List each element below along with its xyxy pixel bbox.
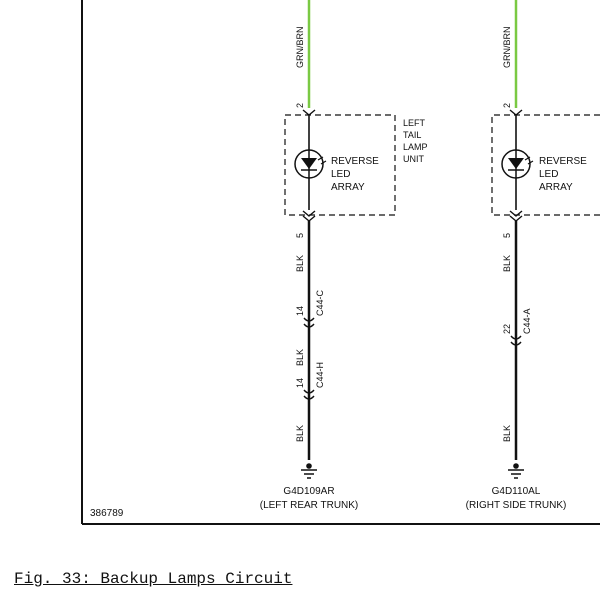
svg-text:ARRAY: ARRAY — [539, 182, 573, 193]
figure-id: 386789 — [90, 508, 124, 519]
left-pin-bottom: 5 — [295, 233, 305, 238]
left-connector-1-symbol[interactable] — [303, 317, 315, 328]
left-ground-desc: (LEFT REAR TRUNK) — [260, 500, 359, 511]
right-connector-1-name: C44-A — [522, 308, 532, 334]
right-pin-bottom: 5 — [502, 233, 512, 238]
left-connector-2-pin: 14 — [295, 378, 305, 388]
left-ground-icon — [301, 463, 317, 479]
left-wire-1-label: BLK — [295, 255, 305, 272]
backup-lamps-schematic: 386789 GRN/BRN 2 LEFT TAIL LAMP UNIT REV… — [81, 0, 600, 525]
right-top-wire-color: GRN/BRN — [502, 26, 512, 68]
svg-text:LED: LED — [331, 169, 350, 180]
left-wire-2-label: BLK — [295, 349, 305, 366]
left-unit-label: LEFT TAIL LAMP UNIT — [403, 118, 428, 164]
svg-text:ARRAY: ARRAY — [331, 182, 365, 193]
right-pin-top: 2 — [502, 103, 512, 108]
svg-text:LED: LED — [539, 169, 558, 180]
left-connector-1-name: C44-C — [315, 289, 325, 316]
right-ground-id: G4D110AL — [492, 486, 541, 497]
svg-text:REVERSE: REVERSE — [539, 156, 587, 167]
right-connector-1-pin: 22 — [502, 324, 512, 334]
right-led-label: REVERSE LED ARRAY — [539, 156, 587, 193]
svg-text:UNIT: UNIT — [403, 154, 424, 164]
right-wire-1-label: BLK — [502, 255, 512, 272]
left-connector-2-name: C44-H — [315, 362, 325, 388]
left-terminal-top — [302, 109, 316, 116]
right-ground-icon — [508, 463, 524, 479]
left-connector-2-symbol[interactable] — [303, 389, 315, 400]
svg-text:LEFT: LEFT — [403, 118, 426, 128]
right-connector-1-symbol[interactable] — [510, 335, 522, 346]
right-terminal-bottom — [509, 210, 523, 217]
right-lamp-unit-box[interactable] — [491, 114, 600, 216]
right-wire-2-label: BLK — [502, 425, 512, 442]
left-led-icon[interactable] — [294, 149, 327, 179]
left-connector-1-pin: 14 — [295, 306, 305, 316]
left-terminal-bottom — [302, 210, 316, 217]
figure-caption: Fig. 33: Backup Lamps Circuit — [14, 570, 293, 588]
left-top-wire-color: GRN/BRN — [295, 26, 305, 68]
right-circuit: GRN/BRN 2 REVERSE LED ARRAY 5 BLK 22 C44… — [466, 0, 600, 511]
right-terminal-top — [509, 109, 523, 116]
svg-text:LAMP: LAMP — [403, 142, 428, 152]
left-led-label: REVERSE LED ARRAY — [331, 156, 379, 193]
left-circuit: GRN/BRN 2 LEFT TAIL LAMP UNIT REVERSE LE… — [260, 0, 428, 511]
svg-text:TAIL: TAIL — [403, 130, 421, 140]
left-wire-3-label: BLK — [295, 425, 305, 442]
right-ground-desc: (RIGHT SIDE TRUNK) — [466, 500, 567, 511]
left-pin-top: 2 — [295, 103, 305, 108]
left-ground-id: G4D109AR — [283, 486, 334, 497]
svg-text:REVERSE: REVERSE — [331, 156, 379, 167]
left-lamp-unit-box[interactable] — [284, 114, 396, 216]
right-led-icon[interactable] — [501, 149, 534, 179]
